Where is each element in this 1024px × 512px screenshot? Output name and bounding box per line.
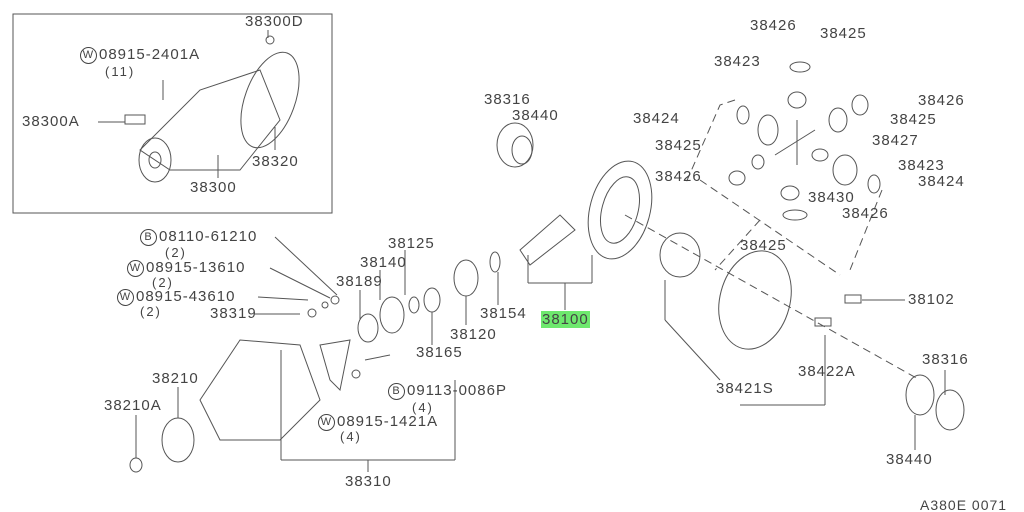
pinion-mate-gears bbox=[728, 61, 881, 221]
part-label: 38426 bbox=[655, 168, 702, 185]
part-label: 38423 bbox=[714, 53, 761, 70]
part-label: 38426 bbox=[842, 205, 889, 222]
part-label: 38426 bbox=[750, 17, 797, 34]
part-label: 38424 bbox=[918, 173, 965, 190]
bolt-prefix-icon: B bbox=[388, 383, 405, 400]
part-label: 38430 bbox=[808, 189, 855, 206]
part-label: 38316 bbox=[484, 91, 531, 108]
part-label: 38421S bbox=[716, 380, 774, 397]
drive-pinion-gear-set bbox=[489, 122, 653, 273]
part-label: 38154 bbox=[480, 305, 527, 322]
quantity: (4) bbox=[340, 429, 362, 444]
part-label: 38310 bbox=[345, 473, 392, 490]
washer-prefix-icon: W bbox=[80, 47, 97, 64]
part-label: 38300D bbox=[245, 13, 304, 30]
part-number: 08110-61210 bbox=[159, 228, 258, 245]
part-label: 38425 bbox=[820, 25, 867, 42]
part-label: 38210A bbox=[104, 397, 162, 414]
part-label: 38426 bbox=[918, 92, 965, 109]
carrier-assembly-inset bbox=[124, 35, 300, 183]
part-label: 38320 bbox=[252, 153, 299, 170]
washer-prefix-icon: W bbox=[318, 414, 335, 431]
part-label: 38425 bbox=[890, 111, 937, 128]
part-label: 38165 bbox=[416, 344, 463, 361]
part-number: 08915-43610 bbox=[136, 288, 236, 305]
part-label: 38425 bbox=[655, 137, 702, 154]
quantity: (4) bbox=[412, 400, 434, 415]
part-label: 38427 bbox=[872, 132, 919, 149]
part-label: 38316 bbox=[922, 351, 969, 368]
part-label: 38300 bbox=[190, 179, 237, 196]
part-number: 08915-2401A bbox=[99, 46, 201, 63]
part-label: 38189 bbox=[336, 273, 383, 290]
part-label: 38425 bbox=[740, 237, 787, 254]
part-label: 38440 bbox=[886, 451, 933, 468]
quantity: (2) bbox=[165, 245, 187, 260]
part-label: 38300A bbox=[22, 113, 80, 130]
washer-prefix-icon: W bbox=[127, 260, 144, 277]
dashed-guides bbox=[624, 99, 921, 381]
rear-cover-housing bbox=[129, 339, 391, 473]
part-label: 38423 bbox=[898, 157, 945, 174]
quantity: (11) bbox=[105, 64, 136, 79]
differential-case bbox=[659, 232, 965, 431]
washer-prefix-icon: W bbox=[117, 289, 134, 306]
part-label: 38319 bbox=[210, 305, 257, 322]
part-label: 38120 bbox=[450, 326, 497, 343]
part-label: 38140 bbox=[360, 254, 407, 271]
bolt-prefix-icon: B bbox=[140, 229, 157, 246]
quantity: (2) bbox=[152, 275, 174, 290]
part-number: 08915-13610 bbox=[146, 259, 246, 276]
part-label-highlighted[interactable]: 38100 bbox=[541, 311, 590, 328]
part-number: 08915-1421A bbox=[337, 413, 439, 430]
leader-lines bbox=[98, 30, 946, 472]
part-label: 38125 bbox=[388, 235, 435, 252]
part-label: 38424 bbox=[633, 110, 680, 127]
part-label: 38102 bbox=[908, 291, 955, 308]
inset-frame bbox=[12, 13, 333, 214]
highlighted-part-number[interactable]: 38100 bbox=[541, 311, 590, 328]
part-label: 38440 bbox=[512, 107, 559, 124]
diagram-code: A380E 0071 bbox=[920, 497, 1008, 512]
part-number: 09113-0086P bbox=[407, 382, 507, 399]
part-label: 38210 bbox=[152, 370, 199, 387]
quantity: (2) bbox=[140, 304, 162, 319]
part-label: 38422A bbox=[798, 363, 856, 380]
